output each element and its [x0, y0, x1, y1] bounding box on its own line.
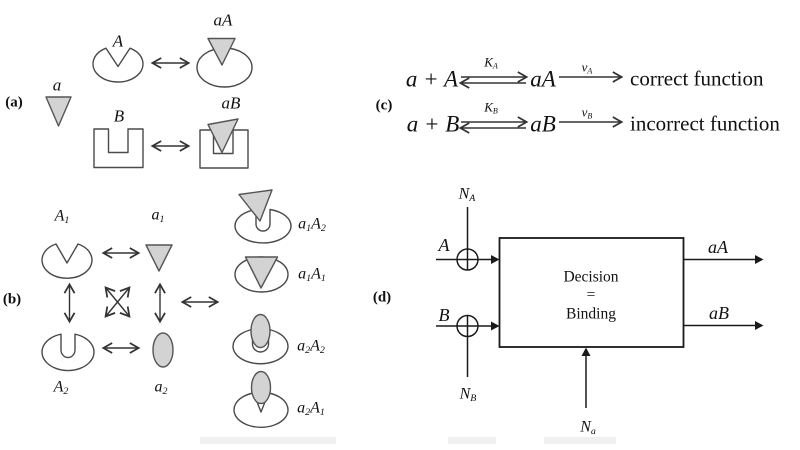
receptor-A1-shape — [41, 243, 93, 279]
receptor-A1-label: A1 — [54, 207, 70, 226]
complex-a1A1-label: a1A1 — [298, 265, 326, 284]
reaction-2-complex: aB — [530, 111, 556, 137]
decision-box-line3: Binding — [566, 305, 616, 323]
decision-box-line1: Decision — [563, 268, 619, 286]
ligand-a1-triangle — [145, 244, 173, 272]
noise-NA-label: NA — [458, 185, 476, 204]
complex-a2A1-label: a2A1 — [297, 399, 325, 418]
reaction-1-outcome: correct function — [630, 66, 764, 91]
ligand-a-triangle — [45, 96, 72, 127]
reaction-1-reactants: a + A — [405, 66, 459, 92]
complex-a2A1-ligand-ellipse — [250, 370, 272, 405]
complex-aA-label: aA — [213, 10, 233, 30]
decision-box-line2: = — [586, 286, 596, 304]
output-aA-arrowhead — [755, 255, 764, 264]
reaction-2-outcome: incorrect function — [630, 111, 780, 136]
decision-box — [498, 237, 685, 348]
complex-a2A1-receptor — [233, 392, 289, 429]
artifact-smudge — [544, 437, 616, 444]
complex-a2A2-label: a2A2 — [297, 337, 325, 356]
reaction-1-equilibrium-constant: KA — [484, 54, 498, 71]
reaction-2-reactants: a + B — [406, 111, 460, 137]
complex-aA-ligand-triangle — [207, 37, 236, 66]
output-aB-arrowhead — [755, 321, 764, 330]
reaction-2-rate: vB — [581, 104, 593, 121]
complex-a1A2-ligand-triangle — [238, 189, 273, 222]
complex-aB-ligand-triangle — [207, 118, 239, 154]
receptor-B-shape — [93, 128, 144, 169]
receptor-B-label: B — [113, 106, 125, 126]
complex-a1A1-ligand-triangle — [244, 256, 279, 289]
reaction-1-complex: aA — [530, 66, 556, 92]
input-B-label: B — [438, 305, 450, 325]
input-B-arrowhead — [491, 321, 500, 331]
noise-NB-label: NB — [459, 385, 477, 404]
output-aB-label: aB — [709, 303, 729, 323]
summing-junction-A — [456, 248, 479, 271]
complex-a2A2-ligand-ellipse — [250, 313, 271, 349]
reaction-2-equilibrium-constant: KB — [484, 99, 498, 116]
ligand-a-label: a — [52, 75, 62, 95]
artifact-smudge — [200, 437, 336, 444]
noise-Na-label: Na — [580, 418, 596, 437]
panel-c-tag: (c) — [375, 97, 393, 114]
receptor-A2-shape — [41, 333, 95, 372]
summing-junction-B — [456, 314, 479, 338]
receptor-A-shape — [92, 47, 144, 83]
panel-a-tag: (a) — [5, 94, 23, 111]
panel-b-tag: (b) — [2, 291, 22, 308]
complex-a2A2-receptor — [232, 328, 289, 365]
output-aA-label: aA — [708, 237, 728, 257]
complex-a1A2-receptor — [234, 208, 292, 244]
complex-a1A2-label: a1A2 — [298, 215, 326, 234]
receptor-A2-label: A2 — [53, 378, 69, 397]
reaction-1-rate: vA — [581, 59, 593, 76]
input-A-arrowhead — [491, 255, 500, 264]
noise-Na-arrowhead — [581, 347, 591, 356]
receptor-A-label: A — [112, 31, 124, 51]
ligand-a1-label: a1 — [151, 206, 165, 225]
artifact-smudge — [448, 437, 496, 444]
cross-double-arrow-2 — [104, 286, 131, 318]
panel-d-tag: (d) — [372, 289, 392, 306]
complex-aB-label: aB — [221, 93, 241, 113]
ligand-a2-ellipse — [152, 332, 174, 368]
input-A-label: A — [438, 235, 450, 255]
ligand-a2-label: a2 — [154, 378, 168, 397]
